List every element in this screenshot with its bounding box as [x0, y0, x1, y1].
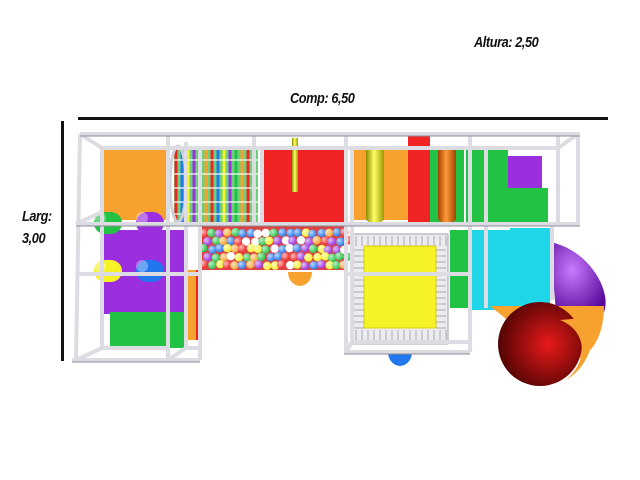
width-dimension-line: [61, 121, 64, 361]
orange-bumper: [288, 272, 312, 286]
ball-pit-balls: [198, 227, 353, 271]
yellow-pole-center: [292, 138, 298, 192]
yellow-cylinder: [366, 146, 384, 222]
red-column: [408, 134, 430, 222]
orange-cylinder: [438, 146, 456, 222]
green-panel-left: [110, 312, 186, 348]
blue-bumper: [388, 352, 412, 366]
green-panel-right-3: [508, 188, 548, 222]
climbing-tube: [168, 144, 258, 224]
net-platform: [351, 233, 449, 345]
yellow-trampoline-mat: [363, 245, 437, 329]
spiral-slide: [490, 242, 606, 386]
height-label: Altura: 2,50: [474, 34, 539, 51]
purple-panel-right: [508, 156, 542, 188]
width-value-label: 3,00: [22, 230, 46, 247]
steel-frame: [72, 132, 580, 362]
cyan-panel-lower-right-1: [470, 230, 510, 310]
length-dimension-line: [78, 117, 608, 120]
orange-panel-left: [104, 148, 170, 220]
ball-pit: [198, 226, 353, 271]
orange-side-panel: [186, 270, 196, 340]
cyan-panel-lower-right-2: [510, 228, 550, 310]
width-label: Larg:: [22, 208, 52, 225]
red-panel-center: [262, 150, 344, 222]
length-label: Comp: 6,50: [290, 90, 355, 107]
steel-frame-shading: [72, 135, 580, 363]
